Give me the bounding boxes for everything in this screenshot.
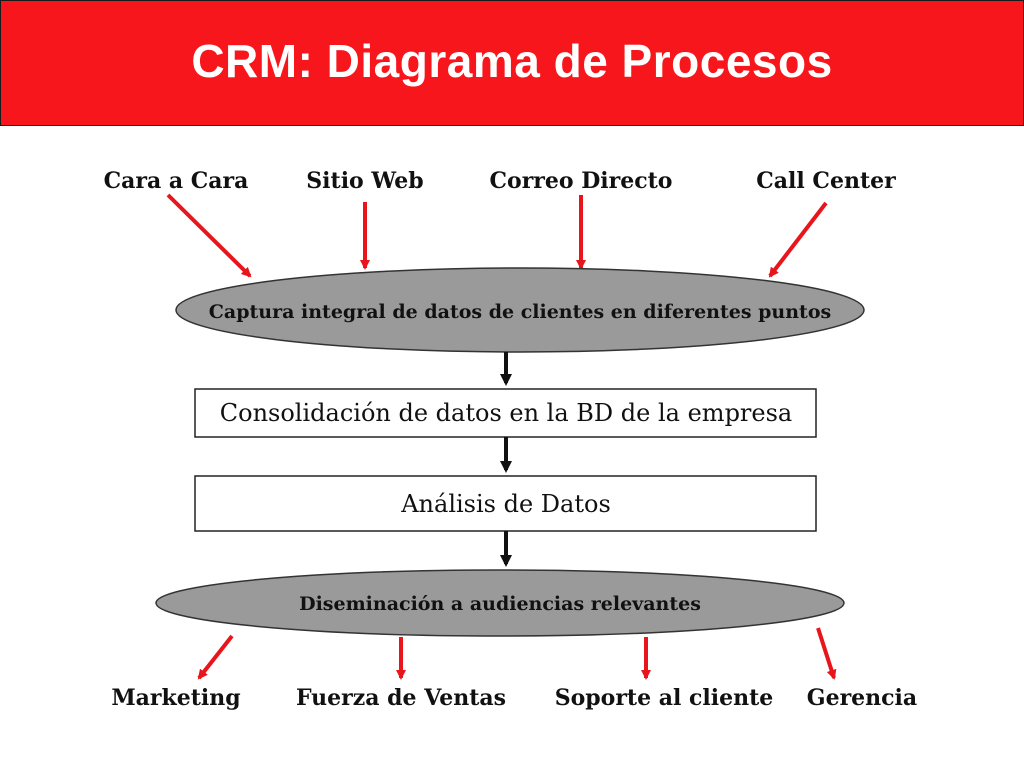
- audience-label-marketing: Marketing: [111, 685, 240, 711]
- consolidation-step-label: Consolidación de datos en la BD de la em…: [220, 399, 792, 427]
- source-label-cara-a-cara: Cara a Cara: [104, 168, 249, 194]
- analysis-step-label: Análisis de Datos: [400, 490, 611, 518]
- source-label-correo-directo: Correo Directo: [490, 168, 673, 194]
- source-label-call-center: Call Center: [756, 168, 896, 194]
- arrow-out-marketing: [197, 634, 234, 680]
- title-bar: CRM: Diagrama de Procesos: [0, 0, 1024, 126]
- arrow-in-cara-a-cara: [166, 193, 252, 278]
- audience-label-fuerza-de-ventas: Fuerza de Ventas: [296, 685, 506, 711]
- source-label-sitio-web: Sitio Web: [306, 168, 423, 194]
- arrow-in-call-center: [768, 201, 828, 278]
- page-title: CRM: Diagrama de Procesos: [191, 35, 833, 87]
- capture-ellipse: [175, 267, 865, 353]
- audience-label-gerencia: Gerencia: [807, 685, 917, 711]
- capture-step-label: Captura integral de datos de clientes en…: [209, 301, 831, 323]
- dissemination-ellipse: [155, 569, 845, 637]
- audience-label-soporte-al-cliente: Soporte al cliente: [555, 685, 774, 711]
- arrow-out-gerencia: [816, 627, 837, 680]
- dissemination-step-label: Diseminación a audiencias relevantes: [299, 593, 701, 615]
